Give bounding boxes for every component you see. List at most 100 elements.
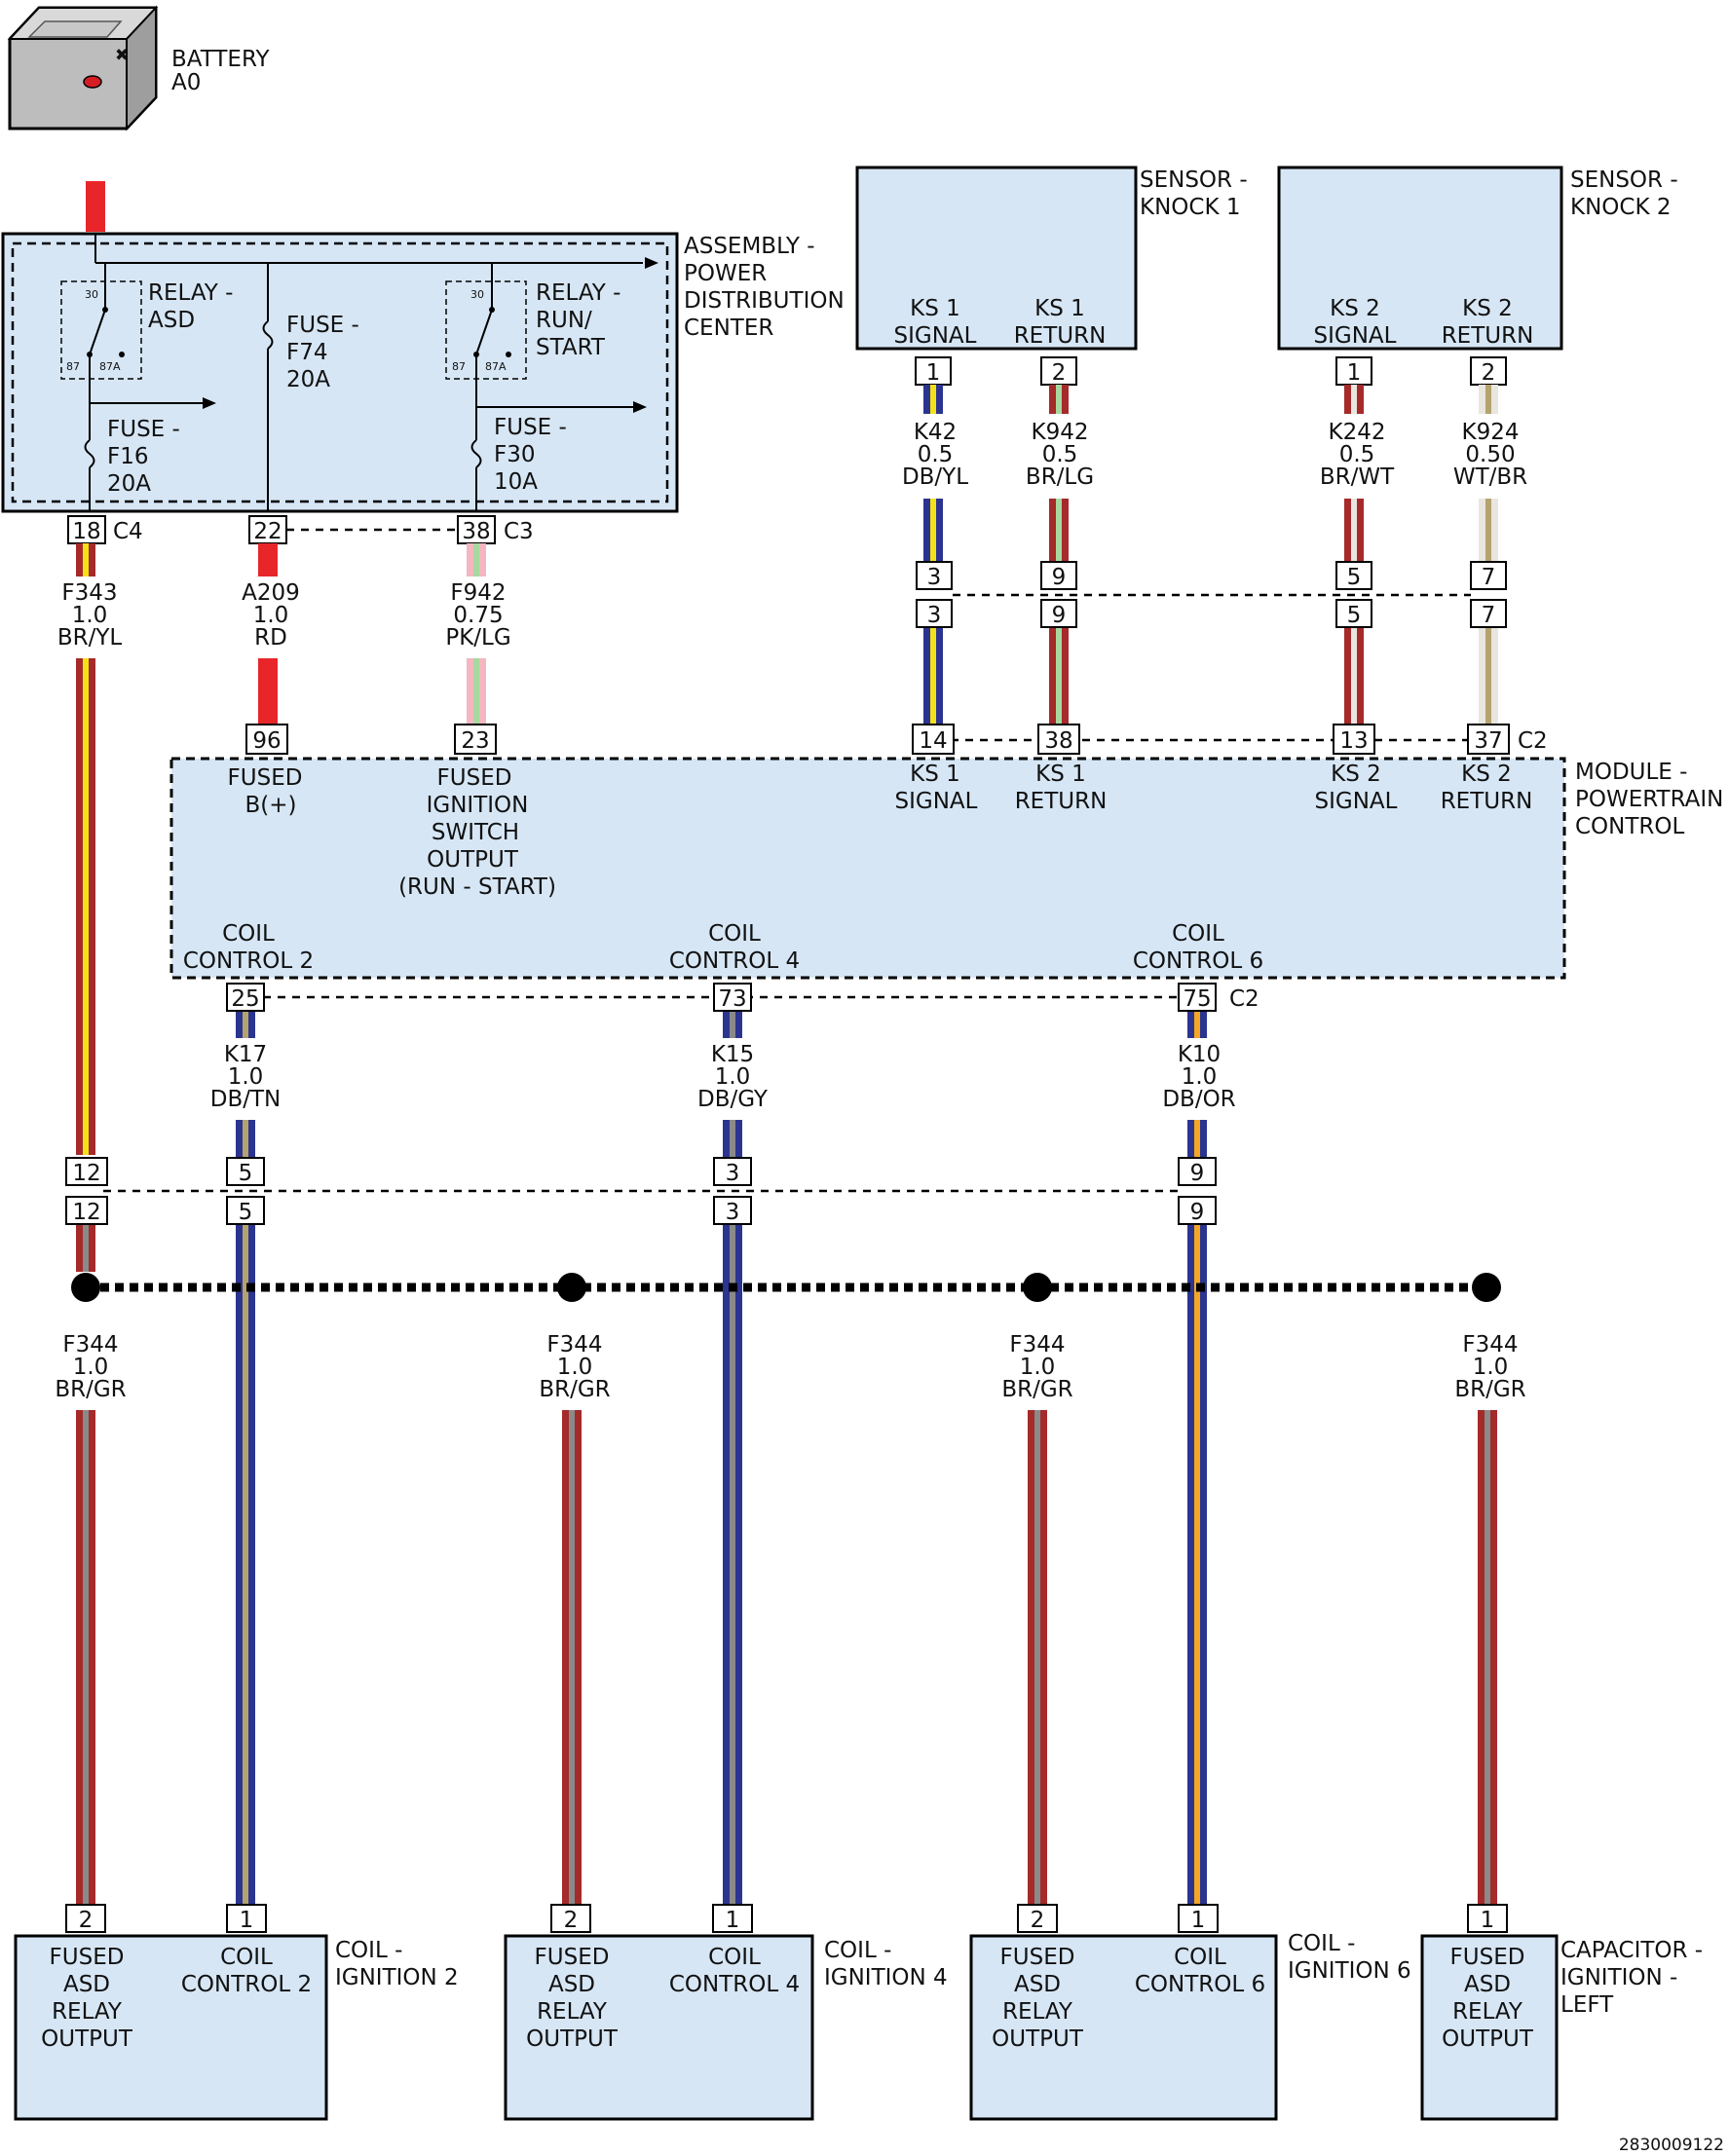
svg-text:MODULE -: MODULE - (1575, 760, 1687, 785)
svg-text:B(+): B(+) (245, 793, 297, 818)
svg-text:ASD: ASD (148, 308, 195, 333)
inline-connector-lower: 12 12 5 5 3 3 9 9 (65, 1157, 1217, 1225)
svg-text:CONTROL 4: CONTROL 4 (669, 1972, 800, 1997)
svg-text:LEFT: LEFT (1560, 1992, 1614, 2018)
svg-text:38: 38 (462, 519, 490, 544)
svg-text:RELAY: RELAY (52, 1999, 123, 2025)
svg-text:RELAY: RELAY (1002, 1999, 1073, 2025)
svg-text:CONTROL: CONTROL (1575, 814, 1685, 839)
svg-text:3: 3 (927, 603, 942, 628)
fuse-f74-icon (262, 320, 274, 350)
svg-text:DB/YL: DB/YL (902, 465, 968, 490)
svg-text:12: 12 (72, 1200, 100, 1225)
svg-text:ASD: ASD (1464, 1972, 1511, 1997)
svg-text:FUSED: FUSED (535, 1945, 610, 1970)
wire-layer (76, 385, 1498, 1905)
svg-text:F344: F344 (546, 1332, 602, 1357)
svg-text:BR/WT: BR/WT (1320, 465, 1395, 490)
svg-text:CONTROL 2: CONTROL 2 (181, 1972, 312, 1997)
svg-text:1.0: 1.0 (73, 1355, 109, 1380)
battery-id: A0 (171, 70, 201, 95)
inline-connector-upper: 3 3 9 9 5 5 7 7 (916, 561, 1507, 628)
svg-text:KS 1: KS 1 (910, 762, 960, 787)
svg-text:K17: K17 (224, 1042, 267, 1067)
svg-text:F16: F16 (107, 444, 149, 469)
svg-text:DB/TN: DB/TN (210, 1087, 282, 1112)
svg-text:3: 3 (726, 1200, 740, 1225)
svg-text:18: 18 (72, 519, 100, 544)
svg-text:9: 9 (1190, 1200, 1205, 1225)
svg-text:ASD: ASD (63, 1972, 110, 1997)
svg-text:75: 75 (1183, 986, 1211, 1012)
svg-text:1: 1 (926, 360, 941, 386)
wire-k17 (236, 1120, 255, 1158)
svg-text:87: 87 (452, 360, 466, 373)
svg-text:1.0: 1.0 (1473, 1355, 1509, 1380)
svg-text:IGNITION: IGNITION (427, 793, 529, 818)
svg-text:1.0: 1.0 (1182, 1064, 1218, 1090)
svg-text:RETURN: RETURN (1442, 323, 1534, 349)
svg-text:1: 1 (1481, 1908, 1495, 1933)
svg-text:RELAY: RELAY (1452, 1999, 1523, 2025)
svg-text:1: 1 (726, 1908, 740, 1933)
module-powertrain-control: 96 23 14 38 13 37 C2 FUSED B(+) FUSED IG… (169, 724, 1723, 1012)
svg-text:BR/GR: BR/GR (55, 1377, 126, 1402)
svg-text:1.0: 1.0 (1020, 1355, 1056, 1380)
wire-f344 (76, 1410, 95, 1905)
wire-f344 (562, 1410, 582, 1905)
svg-text:KS 1: KS 1 (910, 296, 960, 321)
svg-text:0.75: 0.75 (453, 603, 503, 628)
svg-text:COIL -: COIL - (335, 1938, 402, 1963)
svg-text:0.5: 0.5 (1339, 442, 1375, 467)
wire-k924 (1479, 627, 1498, 725)
wire-k942 (1049, 385, 1069, 414)
svg-text:RELAY -: RELAY - (148, 280, 233, 306)
svg-text:FUSED: FUSED (50, 1945, 125, 1970)
wire-f344 (1478, 1410, 1497, 1905)
svg-text:96: 96 (252, 728, 281, 754)
svg-text:F942: F942 (450, 580, 506, 606)
wire-f344 (76, 1224, 95, 1272)
svg-text:0.5: 0.5 (1042, 442, 1078, 467)
svg-text:C2: C2 (1229, 986, 1259, 1012)
wire-f344 (1028, 1410, 1047, 1905)
svg-text:FUSE -: FUSE - (494, 415, 567, 440)
svg-text:OUTPUT: OUTPUT (427, 847, 519, 873)
fuse-f30-icon (470, 439, 482, 468)
svg-text:FUSED: FUSED (1450, 1945, 1525, 1970)
svg-text:K10: K10 (1178, 1042, 1221, 1067)
svg-text:FUSED: FUSED (437, 765, 512, 791)
svg-text:KNOCK 1: KNOCK 1 (1140, 195, 1240, 220)
svg-text:RETURN: RETURN (1014, 323, 1107, 349)
svg-text:20A: 20A (107, 471, 151, 497)
svg-text:30: 30 (470, 288, 484, 301)
svg-text:FUSED: FUSED (228, 765, 303, 791)
svg-text:K924: K924 (1462, 420, 1520, 445)
wire-f942 (467, 658, 486, 725)
svg-text:2: 2 (564, 1908, 579, 1933)
svg-text:COIL: COIL (708, 1945, 761, 1970)
svg-text:3: 3 (927, 565, 942, 590)
sensor-knock-1: SENSOR - KNOCK 1 KS 1 SIGNAL KS 1 RETURN… (855, 166, 1248, 386)
svg-text:1: 1 (1191, 1908, 1206, 1933)
svg-text:BR/GR: BR/GR (539, 1377, 610, 1402)
svg-text:COIL: COIL (222, 921, 275, 947)
svg-text:C2: C2 (1518, 728, 1548, 754)
svg-text:K942: K942 (1032, 420, 1089, 445)
svg-text:RELAY: RELAY (537, 1999, 608, 2025)
pdc-connector: 18 C4 22 38 C3 (67, 515, 534, 544)
svg-text:K42: K42 (914, 420, 957, 445)
svg-text:SIGNAL: SIGNAL (1315, 789, 1398, 814)
svg-text:1.0: 1.0 (557, 1355, 593, 1380)
svg-text:START: START (536, 335, 606, 360)
svg-text:25: 25 (231, 986, 259, 1012)
svg-text:DB/GY: DB/GY (697, 1087, 769, 1112)
wire-k15 (723, 1120, 742, 1158)
svg-text:F30: F30 (494, 442, 536, 467)
wire-k10 (1187, 1011, 1207, 1038)
svg-text:ASD: ASD (1014, 1972, 1061, 1997)
svg-text:2: 2 (1482, 360, 1496, 386)
wire-k242 (1344, 499, 1364, 561)
svg-text:22: 22 (253, 519, 282, 544)
